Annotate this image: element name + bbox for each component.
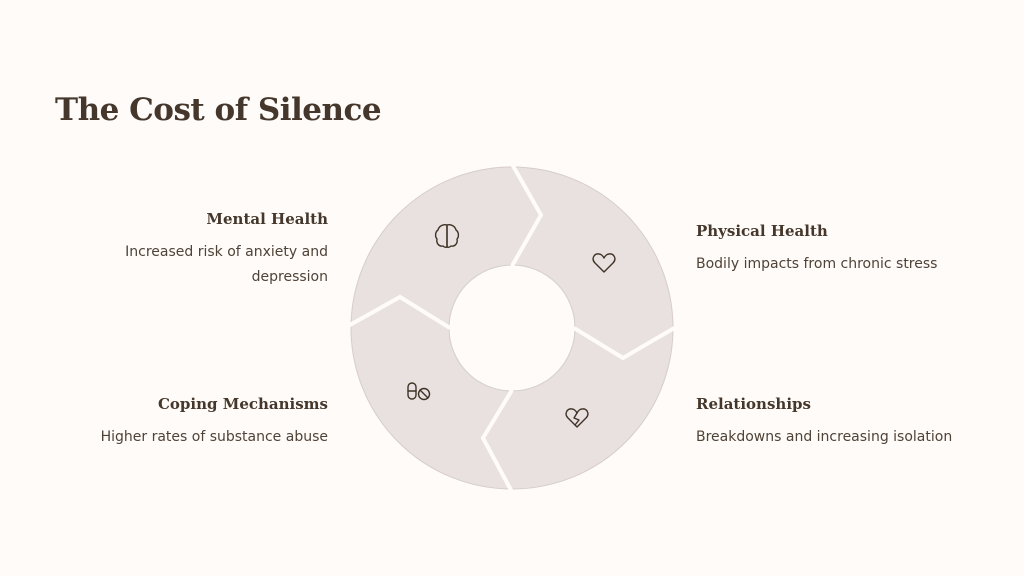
segment-physical-health: Physical Health Bodily impacts from chro… bbox=[696, 222, 996, 277]
segment-heading: Physical Health bbox=[696, 222, 828, 240]
ring-center bbox=[448, 264, 576, 392]
segment-description: Bodily impacts from chronic stress bbox=[696, 256, 938, 272]
broken-heart-icon bbox=[565, 408, 589, 428]
segment-mental-health: Mental Health Increased risk of anxiety … bbox=[28, 210, 328, 290]
page-title: The Cost of Silence bbox=[55, 92, 382, 128]
segment-description: Higher rates of substance abuse bbox=[100, 429, 328, 445]
heart-icon bbox=[592, 253, 616, 273]
segment-description: Increased risk of anxiety and depression bbox=[125, 244, 328, 285]
divider-bottom bbox=[480, 388, 514, 493]
brain-icon bbox=[434, 224, 460, 248]
segment-coping-mechanisms: Coping Mechanisms Higher rates of substa… bbox=[28, 395, 328, 450]
segment-heading: Mental Health bbox=[206, 210, 328, 228]
divider-top bbox=[510, 163, 544, 267]
divider-left bbox=[347, 294, 452, 330]
pills-icon bbox=[407, 382, 431, 401]
segment-heading: Relationships bbox=[696, 395, 811, 413]
divider-right bbox=[572, 325, 678, 361]
segment-relationships: Relationships Breakdowns and increasing … bbox=[696, 395, 996, 450]
segment-description: Breakdowns and increasing isolation bbox=[696, 429, 953, 445]
segment-heading: Coping Mechanisms bbox=[157, 395, 328, 413]
